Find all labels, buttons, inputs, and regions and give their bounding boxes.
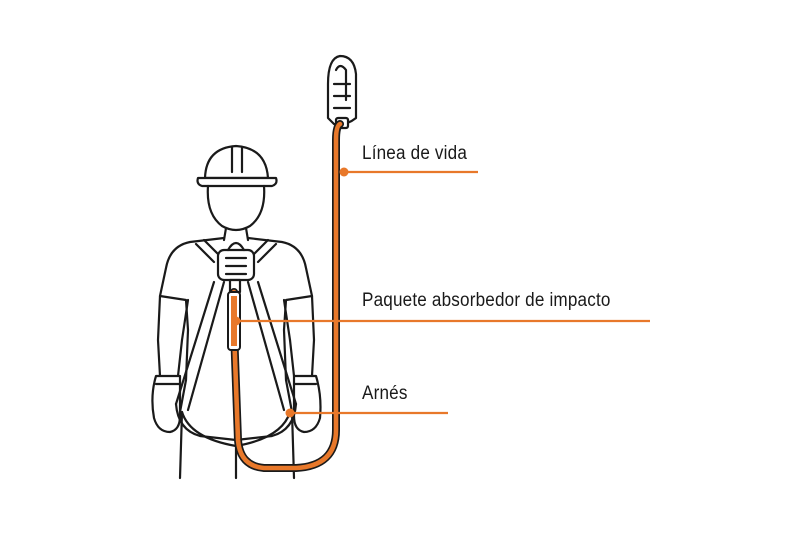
worker-left-arm [151, 294, 184, 434]
callout-dots [231, 167, 349, 418]
callout-lines [236, 170, 650, 415]
callout-dot-absorber [231, 316, 241, 326]
worker-head [206, 184, 266, 242]
hard-hat-icon [196, 144, 278, 188]
dorsal-connector-icon [216, 241, 256, 294]
worker-right-arm [288, 294, 322, 434]
label-harness: Arnés [362, 383, 408, 404]
label-absorber: Paquete absorbedor de impacto [362, 290, 611, 311]
label-lifeline: Línea de vida [362, 143, 468, 164]
callout-dot-lifeline [339, 167, 349, 177]
callout-dot-harness [285, 408, 295, 418]
snap-hook-icon [326, 54, 358, 130]
worker-torso [158, 236, 314, 414]
